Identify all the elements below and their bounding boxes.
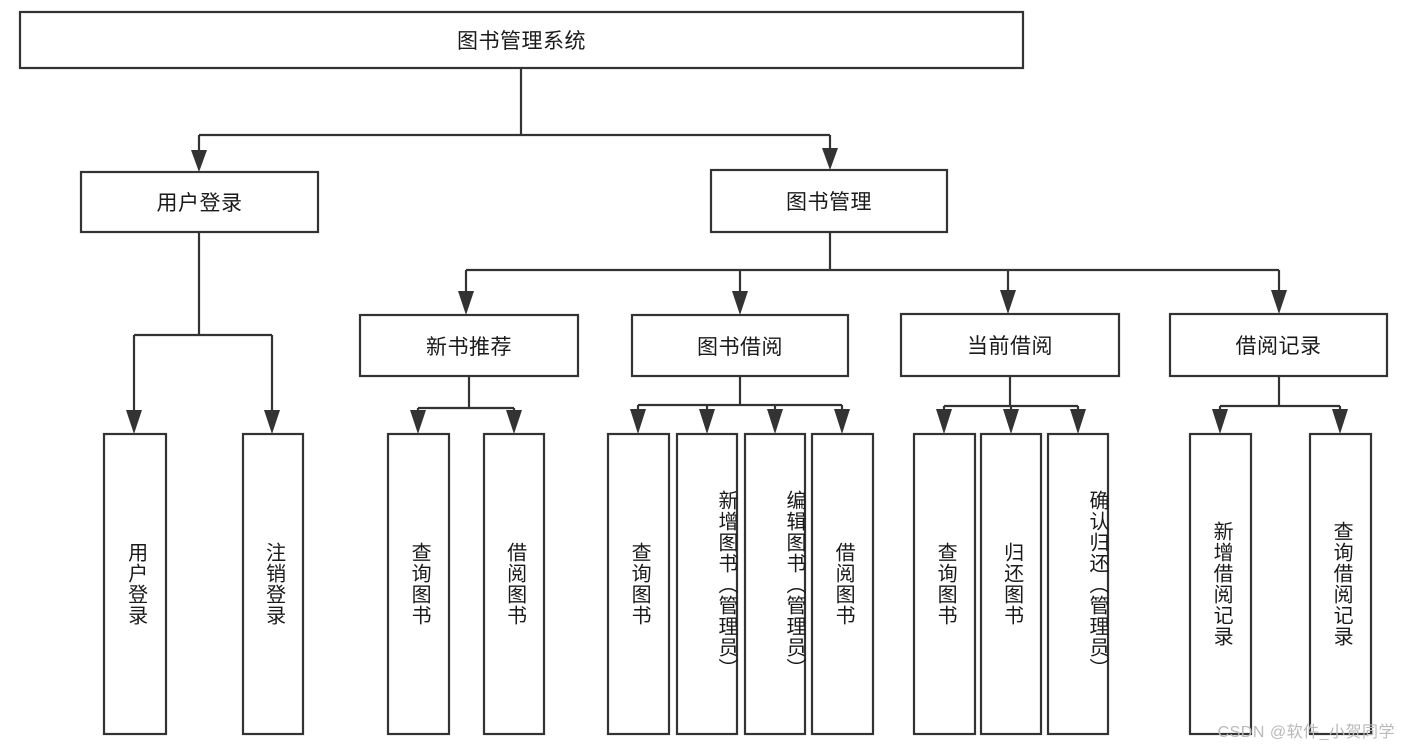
node-box-user-login[interactable] [79, 170, 320, 234]
edge-new-book-recommend-to-leaves [410, 376, 522, 434]
node-box-leaf-user-login[interactable] [102, 432, 168, 736]
node-box-new-book-recommend[interactable] [358, 313, 580, 378]
node-box-leaf-query-book-1[interactable] [386, 432, 451, 736]
edge-book-borrow-to-leaves [630, 376, 850, 434]
node-box-leaf-add-book[interactable] [675, 432, 739, 736]
node-box-leaf-confirm-return[interactable] [1046, 432, 1110, 736]
node-box-leaf-borrow-book-1[interactable] [482, 432, 546, 736]
edge-user-login-to-leaves [126, 232, 280, 434]
node-box-leaf-return-book[interactable] [979, 432, 1043, 736]
node-box-current-borrow[interactable] [899, 312, 1121, 378]
node-box-leaf-add-record[interactable] [1188, 432, 1253, 736]
node-box-leaf-edit-book[interactable] [743, 432, 807, 736]
node-box-leaf-query-record[interactable] [1308, 432, 1373, 736]
node-box-leaf-user-logout[interactable] [241, 432, 305, 736]
node-box-leaf-borrow-book-2[interactable] [810, 432, 875, 736]
edge-borrow-record-to-leaves [1212, 376, 1348, 434]
node-box-leaf-query-book-3[interactable] [912, 432, 977, 736]
edge-current-borrow-to-leaves [936, 376, 1086, 434]
node-box-book-borrow[interactable] [630, 313, 850, 378]
edge-root-to-level2 [191, 68, 838, 172]
node-box-borrow-record[interactable] [1168, 312, 1389, 378]
node-box-leaf-query-book-2[interactable] [606, 432, 671, 736]
node-box-book-management[interactable] [709, 168, 949, 234]
edge-book-management-to-level3 [458, 232, 1287, 315]
node-box-root[interactable] [18, 10, 1025, 70]
